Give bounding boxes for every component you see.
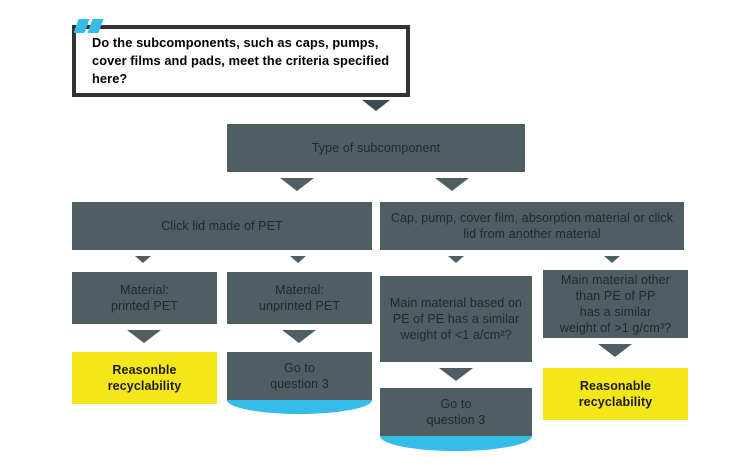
node-material-unprinted-pet[interactable]: Material: unprinted PET [227,272,372,324]
node-material-printed-pet[interactable]: Material: printed PET [72,272,217,324]
arrow-cap-to-main-pe [448,256,464,263]
arrow-printed-to-reasonble [127,330,161,343]
arrow-root-to-type [362,100,390,111]
arrow-click-lid-to-printed [135,256,151,263]
cyan-tab-center [380,436,532,451]
arrow-type-to-click-lid [280,178,314,191]
arrow-cap-to-main-other [604,256,620,263]
arrow-main-other-to-reasonable [598,344,632,357]
node-click-lid-pet[interactable]: Click lid made of PET [72,202,372,250]
arrow-click-lid-to-unprinted [290,256,306,263]
arrow-main-pe-to-question3 [439,368,473,381]
node-go-to-question-3-center[interactable]: Go to question 3 [380,388,532,436]
cyan-tab-left [227,400,372,414]
blue-double-parallelogram-icon [74,19,108,33]
arrow-unprinted-to-question3 [282,330,316,343]
node-main-material-other[interactable]: Main material other than PE of PP has a … [543,270,688,338]
node-main-material-pe[interactable]: Main material based on PE of PE has a si… [380,276,532,362]
node-reasonble-recyclability[interactable]: Reasonble recyclability [72,352,217,404]
node-cap-pump-other[interactable]: Cap, pump, cover film, absorption materi… [380,202,684,250]
root-question-box[interactable]: Do the subcomponents, such as caps, pump… [72,25,410,97]
node-go-to-question-3-left[interactable]: Go to question 3 [227,352,372,400]
arrow-type-to-cap-pump [435,178,469,191]
node-type-of-subcomponent[interactable]: Type of subcomponent [227,124,525,172]
node-reasonable-recyclability[interactable]: Reasonable recyclability [543,368,688,420]
